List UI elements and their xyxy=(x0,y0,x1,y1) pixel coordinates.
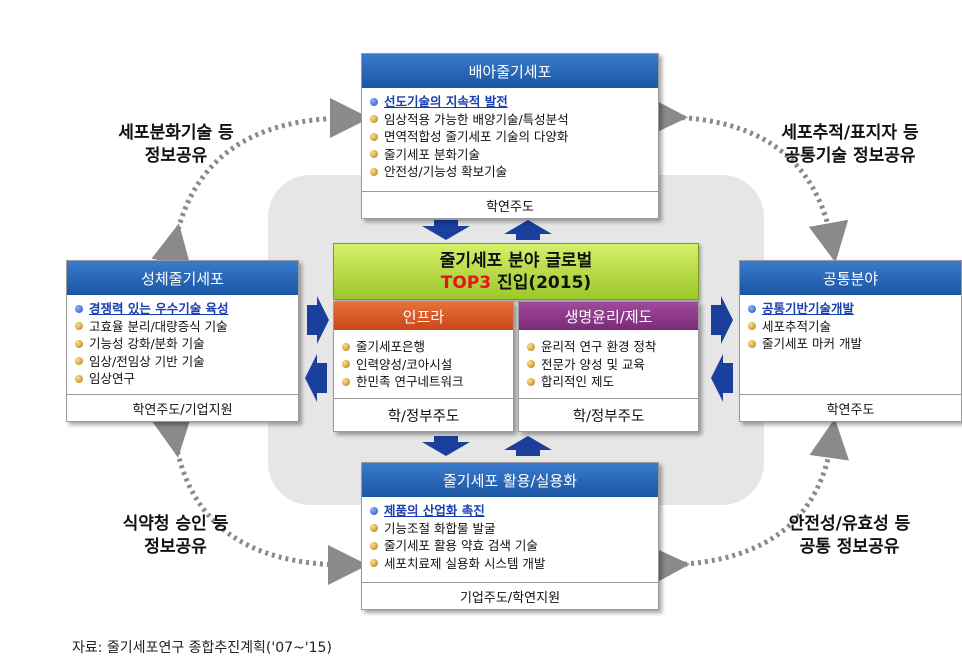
bullet-icon xyxy=(370,132,378,141)
list-item: 줄기세포 분화기술 xyxy=(370,146,652,164)
arrow-right-left xyxy=(307,296,329,344)
list-item: 임상연구 xyxy=(75,370,292,388)
box-title: 공통분야 xyxy=(740,261,961,295)
arrow-up-bottom xyxy=(504,436,552,456)
list-item: 공통기반기술개발 xyxy=(748,300,955,318)
item-list: 제품의 산업화 촉진 기능조절 화합물 발굴 줄기세포 활용 약효 검색 기술 … xyxy=(362,497,658,574)
common-field-box: 공통분야 공통기반기술개발 세포추적기술 줄기세포 마커 개발 학연주도 xyxy=(739,260,962,422)
goal-line-1: 줄기세포 분야 글로벌 xyxy=(439,250,593,271)
bullet-icon xyxy=(75,339,83,348)
item-list: 공통기반기술개발 세포추적기술 줄기세포 마커 개발 xyxy=(740,295,961,355)
box-footer: 학연주도/기업지원 xyxy=(67,394,298,421)
list-item: 안전성/기능성 확보기술 xyxy=(370,163,652,181)
list-item: 세포추적기술 xyxy=(748,318,955,336)
item-list: 줄기세포은행 인력양성/코아시설 한민족 연구네트워크 xyxy=(334,330,513,393)
list-item: 인력양성/코아시설 xyxy=(342,356,507,374)
box-footer: 기업주도/학연지원 xyxy=(362,582,658,609)
adult-stem-cell-box: 성체줄기세포 경쟁력 있는 우수기술 육성 고효율 분리/대량증식 기술 기능성… xyxy=(66,260,299,422)
top3-label: TOP3 xyxy=(440,272,492,293)
bullet-icon xyxy=(342,360,350,369)
list-item: 한민족 연구네트워크 xyxy=(342,373,507,391)
bullet-icon xyxy=(75,322,83,331)
dotted-arrow-bottom-right xyxy=(649,418,850,586)
list-item: 전문가 양성 및 교육 xyxy=(527,356,692,374)
arrow-left-left xyxy=(305,354,327,402)
callout-bottom-right: 안전성/유효성 등 공통 정보공유 xyxy=(788,514,911,557)
arrow-right-right xyxy=(711,296,733,344)
arrow-down-top xyxy=(422,220,470,240)
bullet-icon xyxy=(370,524,378,533)
bullet-icon xyxy=(75,304,83,313)
list-item: 고효율 분리/대량증식 기술 xyxy=(75,318,292,336)
list-item: 임상/전임상 기반 기술 xyxy=(75,353,292,371)
bullet-icon xyxy=(75,374,83,383)
bullet-icon xyxy=(748,322,756,331)
bullet-icon xyxy=(748,304,756,313)
list-item: 선도기술의 지속적 발전 xyxy=(370,93,652,111)
callout-top-left: 세포분화기술 등 정보공유 xyxy=(118,123,234,166)
list-item: 경쟁력 있는 우수기술 육성 xyxy=(75,300,292,318)
source-caption: 자료: 줄기세포연구 종합추진계획('07~'15) xyxy=(72,640,332,656)
infra-box: 인프라 줄기세포은행 인력양성/코아시설 한민족 연구네트워크 학/정부주도 xyxy=(333,301,514,432)
list-item: 기능성 강화/분화 기술 xyxy=(75,335,292,353)
list-item: 임상적용 가능한 배양기술/특성분석 xyxy=(370,111,652,129)
arrow-down-bottom xyxy=(422,436,470,456)
embryonic-stem-cell-box: 배아줄기세포 선도기술의 지속적 발전 임상적용 가능한 배양기술/특성분석 면… xyxy=(361,53,659,219)
box-title: 생명윤리/제도 xyxy=(519,302,698,330)
box-footer: 학/정부주도 xyxy=(334,398,513,431)
box-title: 줄기세포 활용/실용화 xyxy=(362,463,658,497)
callout-bottom-left: 식약청 승인 등 정보공유 xyxy=(122,514,229,557)
bullet-icon xyxy=(370,115,378,124)
list-item: 줄기세포 마커 개발 xyxy=(748,335,955,353)
arrow-up-top xyxy=(504,220,552,240)
box-title: 인프라 xyxy=(334,302,513,330)
dotted-arrow-top-left xyxy=(151,98,370,267)
dotted-arrow-top-right xyxy=(647,96,849,263)
bullet-icon xyxy=(370,150,378,159)
list-item: 줄기세포 활용 약효 검색 기술 xyxy=(370,537,652,555)
goal-line-2-rest: 진입(2015) xyxy=(491,272,592,293)
bullet-icon xyxy=(370,559,378,568)
box-footer: 학/정부주도 xyxy=(519,398,698,431)
bullet-icon xyxy=(527,360,535,369)
box-title: 배아줄기세포 xyxy=(362,54,658,88)
bioethics-box: 생명윤리/제도 윤리적 연구 환경 정착 전문가 양성 및 교육 합리적인 제도… xyxy=(518,301,699,432)
box-footer: 학연주도 xyxy=(740,394,961,421)
item-list: 경쟁력 있는 우수기술 육성 고효율 분리/대량증식 기술 기능성 강화/분화 … xyxy=(67,295,298,390)
bullet-icon xyxy=(370,167,378,176)
item-list: 선도기술의 지속적 발전 임상적용 가능한 배양기술/특성분석 면역적합성 줄기… xyxy=(362,88,658,183)
item-list: 윤리적 연구 환경 정착 전문가 양성 및 교육 합리적인 제도 xyxy=(519,330,698,393)
bullet-icon xyxy=(342,377,350,386)
global-goal-banner: 줄기세포 분야 글로벌 TOP3 진입(2015) xyxy=(333,243,699,300)
arrow-left-right xyxy=(711,354,733,402)
list-item: 세포치료제 실용화 시스템 개발 xyxy=(370,555,652,573)
list-item: 제품의 산업화 촉진 xyxy=(370,502,652,520)
box-footer: 학연주도 xyxy=(362,191,658,218)
list-item: 면역적합성 줄기세포 기술의 다양화 xyxy=(370,128,652,146)
list-item: 윤리적 연구 환경 정착 xyxy=(527,338,692,356)
list-item: 줄기세포은행 xyxy=(342,338,507,356)
bullet-icon xyxy=(527,377,535,386)
bullet-icon xyxy=(370,541,378,550)
dotted-arrow-bottom-left xyxy=(152,415,368,585)
bullet-icon xyxy=(527,342,535,351)
box-title: 성체줄기세포 xyxy=(67,261,298,295)
list-item: 기능조절 화합물 발굴 xyxy=(370,520,652,538)
bullet-icon xyxy=(748,339,756,348)
bullet-icon xyxy=(370,97,378,106)
stem-cell-application-box: 줄기세포 활용/실용화 제품의 산업화 촉진 기능조절 화합물 발굴 줄기세포 … xyxy=(361,462,659,610)
callout-top-right: 세포추적/표지자 등 공통기술 정보공유 xyxy=(781,123,919,166)
list-item: 합리적인 제도 xyxy=(527,373,692,391)
bullet-icon xyxy=(75,357,83,366)
bullet-icon xyxy=(370,506,378,515)
goal-line-2: TOP3 진입(2015) xyxy=(441,272,591,294)
bullet-icon xyxy=(342,342,350,351)
